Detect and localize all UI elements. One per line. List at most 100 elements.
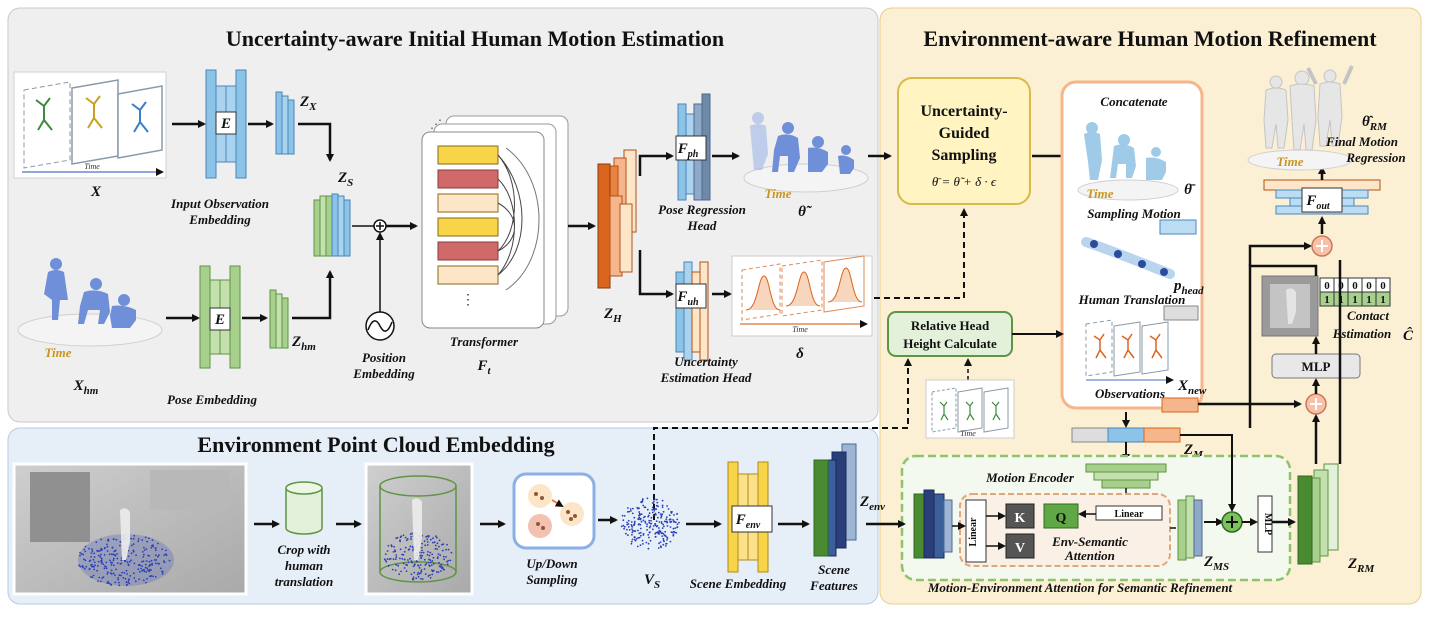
- point-cloud-dot: [132, 543, 135, 546]
- linear-left: Linear: [968, 517, 979, 546]
- point-cloud-dot: [419, 564, 422, 566]
- point-cloud-dot: [149, 575, 152, 577]
- point-cloud-dot: [100, 560, 102, 563]
- feature-Zs: [313, 193, 351, 257]
- point-cloud-dot: [630, 542, 633, 545]
- point-cloud-dot: [82, 566, 85, 569]
- label-scene-features-1: Scene: [818, 562, 850, 577]
- label-mea: Motion-Environment Attention for Semanti…: [927, 580, 1233, 595]
- point-cloud-dot: [138, 563, 141, 566]
- point-cloud-dot: [145, 581, 147, 584]
- query-Q: Q: [1056, 511, 1067, 526]
- point-cloud-dot: [116, 562, 119, 564]
- point-cloud-dot: [100, 557, 103, 560]
- point-cloud-dot: [445, 548, 447, 551]
- label-observations: Observations: [1095, 386, 1165, 401]
- point-cloud-dot: [430, 564, 433, 566]
- contact-estimation-figure: [1261, 275, 1319, 337]
- point-cloud-dot: [96, 569, 99, 572]
- point-cloud-dot: [397, 564, 400, 567]
- point-cloud-dot: [432, 541, 434, 544]
- point-cloud-dot: [154, 576, 157, 578]
- point-cloud-dot: [432, 556, 435, 559]
- point-cloud-dot: [123, 571, 126, 574]
- point-cloud-dot: [449, 559, 452, 562]
- point-cloud-dot: [671, 531, 674, 534]
- point-cloud-dot: [421, 578, 424, 580]
- point-cloud-dot: [624, 532, 627, 535]
- observations-figure: [1085, 319, 1174, 384]
- point-cloud-dot: [661, 527, 664, 529]
- time-label-input: Time: [45, 345, 72, 360]
- final-motion-figure: Time: [1247, 65, 1354, 171]
- point-cloud-dot: [404, 536, 407, 539]
- label-contact: Contact: [1347, 308, 1389, 323]
- ugs-line-3: Sampling: [932, 147, 997, 164]
- scene-features-in-mea: [913, 489, 953, 559]
- point-cloud-dot: [387, 565, 390, 567]
- point-cloud-dot: [427, 550, 429, 553]
- point-cloud-dot: [412, 576, 415, 579]
- add-operator-mea: [1221, 511, 1243, 533]
- point-cloud-dot: [661, 504, 664, 507]
- point-cloud-dot: [650, 516, 653, 519]
- point-cloud-dot: [83, 548, 86, 551]
- point-cloud-dot: [401, 558, 404, 560]
- point-cloud-dot: [146, 577, 148, 580]
- point-cloud-dot: [405, 570, 408, 572]
- point-cloud-dot: [127, 555, 130, 558]
- point-cloud-dot: [429, 538, 432, 541]
- point-cloud-dot: [651, 509, 654, 511]
- scene-image: [12, 462, 248, 596]
- point-cloud-dot: [108, 553, 111, 556]
- point-cloud-dot: [637, 523, 640, 526]
- point-cloud-dot: [97, 560, 100, 563]
- cropped-scene-image: [364, 462, 474, 596]
- point-cloud-dot: [662, 510, 665, 513]
- point-cloud-dot: [143, 568, 145, 571]
- point-cloud-dot: [672, 534, 675, 537]
- point-cloud-dot: [154, 549, 157, 552]
- point-cloud-dot: [124, 577, 127, 580]
- point-cloud-dot: [114, 581, 117, 584]
- point-cloud-dot: [655, 513, 657, 516]
- point-cloud-dot: [145, 571, 148, 573]
- point-cloud-dot: [656, 501, 659, 504]
- point-cloud-dot: [145, 560, 148, 562]
- point-cloud-dot: [158, 554, 160, 557]
- point-cloud-dot: [410, 538, 412, 540]
- point-cloud-dot: [447, 548, 450, 551]
- point-cloud-dot: [663, 520, 666, 523]
- point-cloud-dot: [630, 540, 633, 543]
- point-cloud-dot: [137, 568, 140, 571]
- symbol-Vs: VS: [644, 572, 660, 591]
- feature-ZH: [597, 149, 637, 289]
- point-cloud-dot: [640, 513, 643, 515]
- point-cloud-dot: [155, 562, 157, 565]
- contact-cell: [1375, 291, 1391, 307]
- point-cloud-dot: [411, 561, 413, 564]
- point-cloud-dot: [389, 557, 392, 560]
- point-cloud-dot: [638, 516, 641, 519]
- point-cloud-dot: [441, 566, 444, 569]
- point-cloud-dot: [674, 521, 677, 524]
- point-cloud-dot: [422, 551, 425, 554]
- point-cloud-dot: [630, 521, 633, 523]
- point-cloud-dot: [98, 576, 101, 579]
- point-cloud-dot: [114, 554, 117, 557]
- point-cloud-dot: [113, 550, 116, 553]
- point-cloud-dot: [418, 567, 421, 569]
- time-label-predicted: Time: [765, 186, 792, 201]
- observation-frames: Time: [13, 71, 167, 179]
- point-cloud-dot: [106, 571, 109, 574]
- point-cloud-dot: [656, 498, 658, 501]
- point-cloud-dot: [384, 553, 387, 555]
- point-cloud-dot: [659, 541, 662, 543]
- point-cloud-dot: [639, 544, 642, 547]
- point-cloud-dot: [627, 534, 629, 537]
- point-cloud-dot: [125, 581, 128, 583]
- point-cloud-dot: [665, 518, 668, 521]
- point-cloud-dot: [670, 511, 672, 513]
- symbol-Fenv: Fenv: [735, 512, 761, 531]
- point-cloud-dot: [663, 525, 665, 528]
